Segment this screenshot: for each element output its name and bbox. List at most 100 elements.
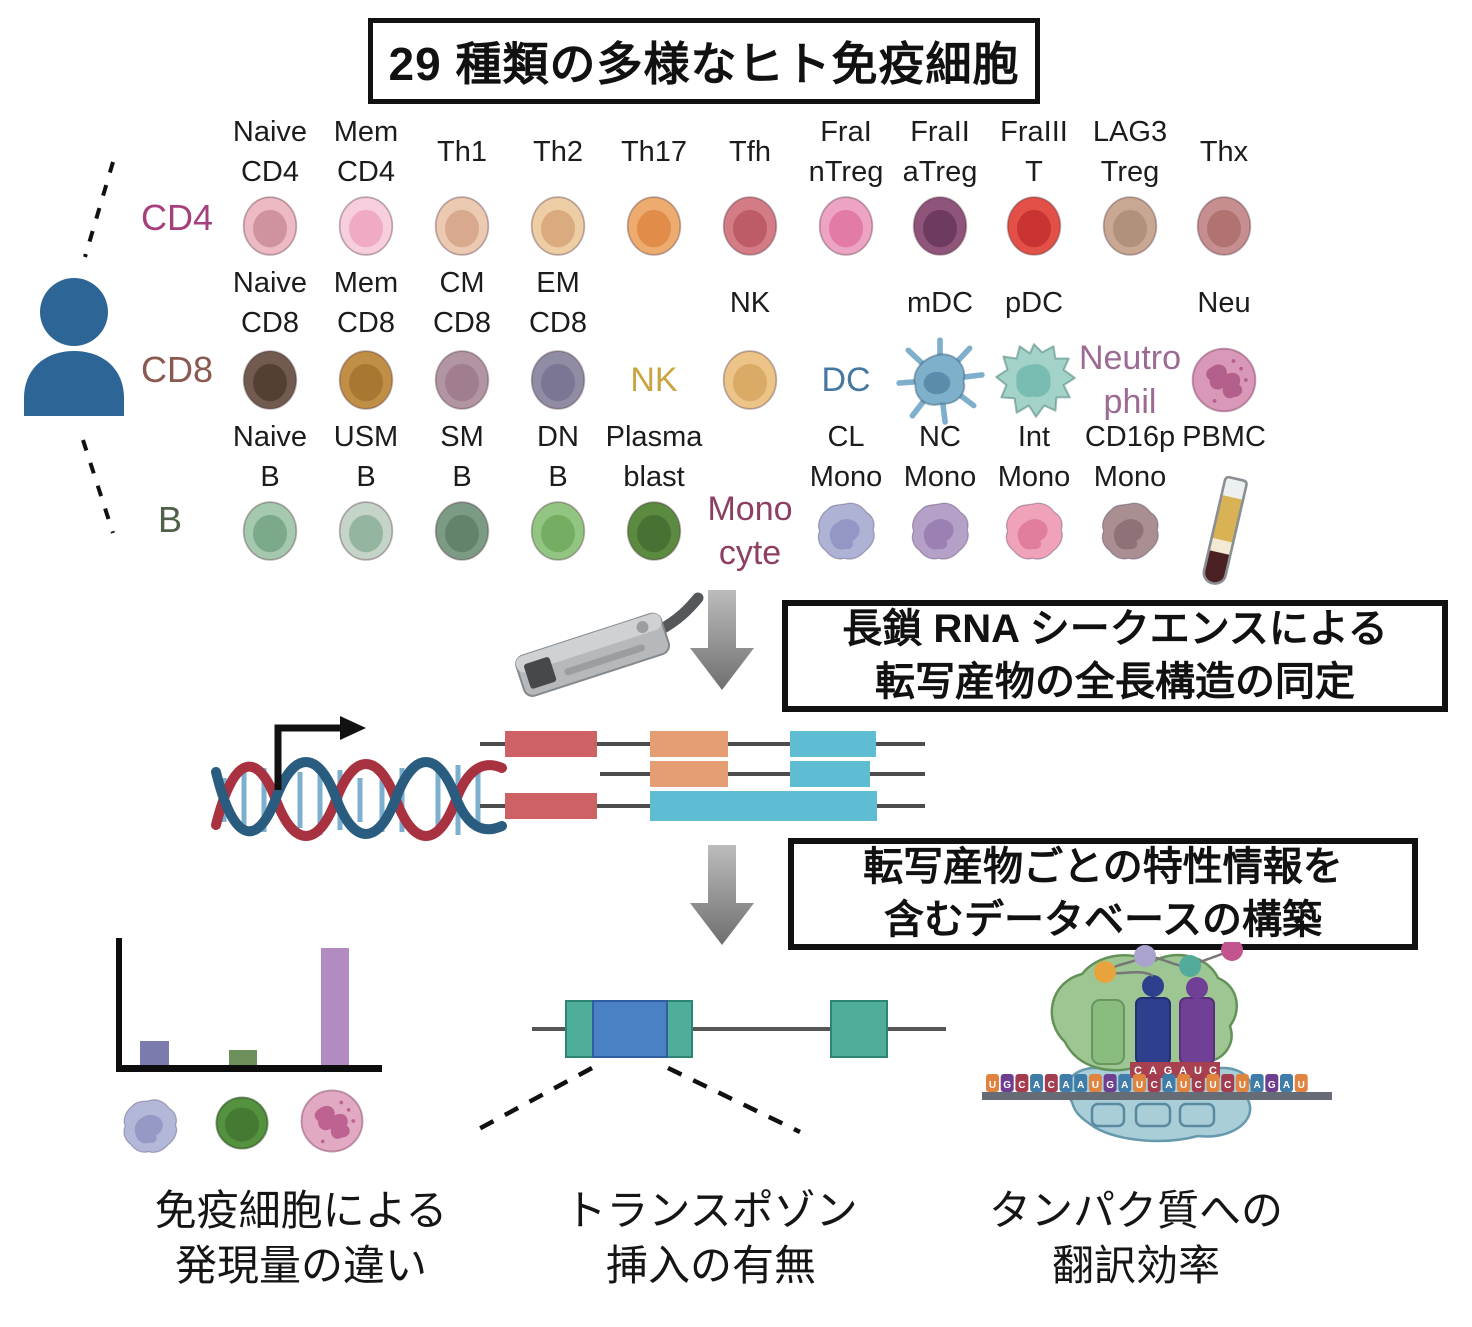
- neutrophil-group-label: Neutro phil: [1078, 339, 1182, 421]
- transcript-isoforms: [480, 731, 925, 821]
- svg-text:A: A: [1077, 1080, 1084, 1091]
- trna-a-head: [1186, 977, 1208, 999]
- group-label-b: B: [157, 499, 183, 540]
- down-arrow-2: [690, 845, 754, 945]
- cell-nc-mono: [906, 497, 974, 565]
- dna-transcription-icon: [211, 716, 507, 841]
- chart-x-axis: [116, 1065, 382, 1072]
- nc-mono-label: NC Mono: [903, 421, 977, 493]
- cell-pbmc: [1182, 473, 1266, 589]
- svg-text:G: G: [1268, 1080, 1276, 1091]
- cell-dn-b: [524, 497, 592, 565]
- exon-2: [830, 1000, 888, 1058]
- zoom-dash-right: [667, 1065, 801, 1135]
- cl-mono-label: CL Mono: [809, 421, 883, 493]
- cd16p-mono-label: CD16p Mono: [1084, 421, 1176, 493]
- cell-tfh: [716, 192, 784, 260]
- cell-fraii-atreg: [906, 192, 974, 260]
- trna-p-head: [1142, 975, 1164, 997]
- svg-text:C: C: [1048, 1080, 1055, 1091]
- mem-cd8-label: Mem CD8: [333, 267, 399, 339]
- int-mono-label: Int Mono: [997, 421, 1071, 493]
- cell-th2: [524, 192, 592, 260]
- cell-cd16p-mono: [1096, 497, 1164, 565]
- expression-bar-1: [140, 1041, 169, 1065]
- nk-label: NK: [729, 287, 771, 319]
- cell-mdc: [894, 334, 986, 426]
- svg-text:A: A: [1283, 1080, 1290, 1091]
- step2-line2: 含むデータベースの構築: [884, 898, 1322, 942]
- svg-text:A: A: [1179, 1065, 1187, 1077]
- cell-fraiii-t: [1000, 192, 1068, 260]
- svg-text:C: C: [1018, 1080, 1025, 1091]
- mem-cd4-label: Mem CD4: [333, 116, 399, 188]
- svg-text:A: A: [1149, 1065, 1157, 1077]
- step1-line2: 転写産物の全長構造の同定: [875, 660, 1355, 704]
- cell-th1: [428, 192, 496, 260]
- thx-label: Thx: [1199, 136, 1249, 168]
- donor-dash-bottom: [81, 439, 115, 534]
- expression-bar-3: [321, 948, 349, 1065]
- cell-nk: [716, 346, 784, 414]
- usm-b-label: USM B: [333, 421, 399, 493]
- donor-dash-top: [83, 161, 115, 258]
- cm-cd8-label: CM CD8: [432, 267, 492, 339]
- fraii-atreg-label: FraII aTreg: [902, 116, 978, 188]
- sm-b-label: SM B: [440, 421, 484, 493]
- group-label-cd8: CD8: [140, 349, 214, 390]
- ribosome-e-site: [1091, 999, 1125, 1065]
- svg-text:A: A: [1121, 1080, 1128, 1091]
- svg-text:U: U: [989, 1080, 996, 1091]
- svg-text:C: C: [1209, 1065, 1217, 1077]
- cell-cm-cd8: [428, 346, 496, 414]
- person-icon: [24, 278, 124, 416]
- svg-text:A: A: [1033, 1080, 1040, 1091]
- svg-text:G: G: [1164, 1065, 1173, 1077]
- cell-lag3-treg: [1096, 192, 1164, 260]
- figure-title-text: 29 種類の多様なヒト免疫細胞: [388, 38, 1020, 90]
- pbmc-label: PBMC: [1182, 421, 1266, 453]
- cell-frai-ntreg: [812, 192, 880, 260]
- cell-usm-b: [332, 497, 400, 565]
- svg-text:U: U: [1239, 1080, 1246, 1091]
- chart-y-axis: [116, 938, 122, 1071]
- tfh-label: Tfh: [729, 136, 771, 168]
- th1-label: Th1: [437, 136, 487, 168]
- step1-line1: 長鎖 RNA シークエンスによる: [842, 607, 1388, 652]
- svg-text:G: G: [1003, 1080, 1011, 1091]
- monocyte-group-label: Mono cyte: [707, 490, 793, 572]
- peptide-chain: [1094, 942, 1243, 983]
- svg-text:C: C: [1151, 1080, 1158, 1091]
- isoform-3: [505, 791, 877, 821]
- transposon-insert: [592, 1000, 668, 1058]
- zoom-dash-left: [475, 1066, 594, 1132]
- step-box-database: 転写産物ごとの特性情報を 含むデータベースの構築: [788, 838, 1418, 950]
- step-box-sequencing: 長鎖 RNA シークエンスによる 転写産物の全長構造の同定: [782, 600, 1448, 712]
- expression-bar-2: [229, 1050, 257, 1065]
- cell-neu: [1186, 342, 1262, 418]
- isoform-1: [505, 731, 876, 757]
- svg-text:G: G: [1106, 1080, 1114, 1091]
- svg-text:U: U: [1092, 1080, 1099, 1091]
- svg-text:U: U: [1209, 1080, 1216, 1091]
- cell-em-cd8: [524, 346, 592, 414]
- cell-naive-cd4: [236, 192, 304, 260]
- step2-line1: 転写産物ごとの特性情報を: [863, 845, 1343, 890]
- svg-text:U: U: [1298, 1080, 1305, 1091]
- svg-text:U: U: [1136, 1080, 1143, 1091]
- gene-line: [532, 1027, 946, 1031]
- trna-p-site: [1135, 997, 1171, 1065]
- naive-cd4-label: Naive CD4: [232, 116, 308, 188]
- pdc-label: pDC: [1004, 287, 1064, 319]
- cell-mem-cd8: [332, 346, 400, 414]
- cell-mem-cd4: [332, 192, 400, 260]
- trna-a-site: [1179, 997, 1215, 1065]
- caption-transposon: トランスポゾン 挿入の有無: [564, 1187, 858, 1289]
- cell-pdc: [988, 334, 1080, 426]
- em-cd8-label: EM CD8: [528, 267, 588, 339]
- cell-th17: [620, 192, 688, 260]
- naive-cd8-label: Naive CD8: [232, 267, 308, 339]
